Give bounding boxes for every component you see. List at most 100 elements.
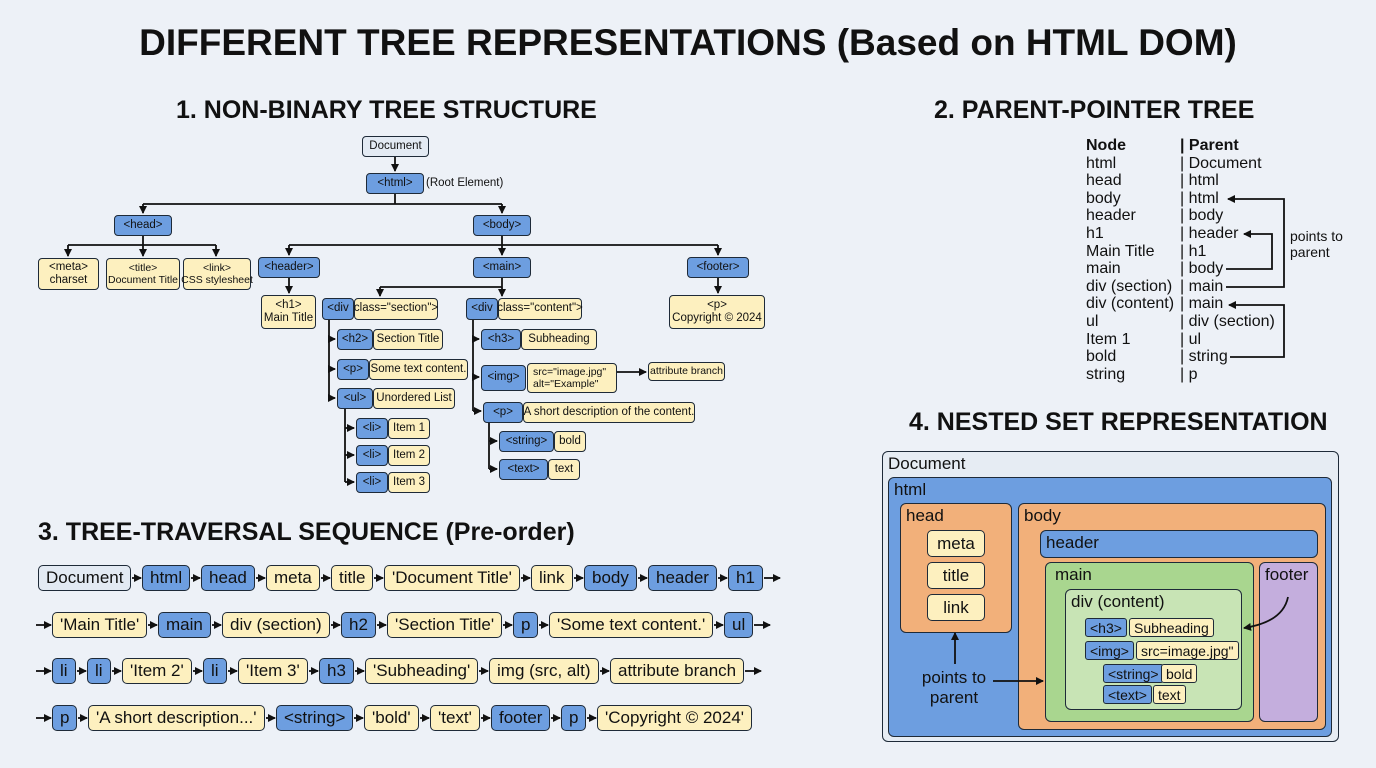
traversal-token: 'Subheading'	[365, 658, 479, 684]
parent-pointer-row: div (content)| main	[1086, 295, 1275, 313]
tree-node-h3-text: Subheading	[521, 329, 597, 350]
nested-footer-box: footer	[1259, 562, 1318, 722]
nested-note: points to parent	[915, 668, 993, 708]
tree-node-footer-p-tag: <p>	[707, 298, 727, 311]
parent-pointer-node: Main Title	[1086, 242, 1155, 260]
tree-node-text-text: text	[548, 459, 580, 480]
parent-pointer-parent: | string	[1180, 348, 1228, 366]
traversal-token: li	[203, 658, 227, 684]
tree-node-li-1-text: Item 1	[388, 418, 430, 439]
tree-node-img-src: src="image.jpg"	[533, 365, 607, 378]
traversal-token: 'Item 3'	[238, 658, 308, 684]
tree-node-li-2: <li>	[356, 445, 388, 466]
tree-node-string: <string>	[499, 431, 554, 452]
tree-node-footer-p-text: Copyright © 2024	[672, 312, 762, 324]
parent-pointer-row: main | body	[1086, 260, 1275, 278]
tree-node-text: <text>	[499, 459, 548, 480]
tree-node-div-section-attr: class="section">	[354, 298, 438, 320]
traversal-token: 'text'	[430, 705, 480, 731]
parent-pointer-parent: | p	[1180, 365, 1198, 383]
parent-pointer-row: Main Title | h1	[1086, 243, 1275, 261]
nested-string-text: bold	[1161, 664, 1198, 683]
nested-note-line2: parent	[929, 688, 979, 707]
traversal-token: li	[52, 658, 76, 684]
tree-node-div-content: <div	[466, 298, 498, 320]
nested-body-label: body	[1024, 506, 1061, 525]
tree-node-header: <header>	[258, 257, 320, 278]
tree-node-li-1: <li>	[356, 418, 388, 439]
traversal-token: p	[52, 705, 78, 731]
tree-node-ul-text: Unordered List	[373, 388, 455, 409]
tree-node-h3: <h3>	[481, 329, 521, 350]
tree-node-meta: <meta> charset	[38, 258, 99, 290]
traversal-token: 'Copyright © 2024'	[597, 705, 753, 731]
traversal-token: 'Item 2'	[122, 658, 192, 684]
section-heading-traversal: 3. TREE-TRAVERSAL SEQUENCE (Pre-order)	[38, 518, 575, 546]
parent-pointer-parent: | body	[1180, 207, 1224, 225]
traversal-token: header	[648, 565, 717, 591]
tree-node-body: <body>	[473, 215, 531, 236]
parent-pointer-node: header	[1086, 207, 1136, 225]
tree-node-p-content-text: A short description of the content.	[523, 402, 695, 423]
parent-pointer-parent: | ul	[1180, 330, 1202, 348]
nested-document-label: Document	[888, 454, 966, 473]
parent-pointer-parent: | main	[1180, 277, 1224, 295]
traversal-token: link	[531, 565, 573, 591]
parent-pointer-parent: | h1	[1180, 242, 1207, 260]
tree-node-link-tag: <link>	[202, 261, 232, 274]
tree-node-link-text: CSS stylesheet	[181, 274, 253, 286]
tree-node-h1: <h1> Main Title	[261, 295, 316, 329]
tree-node-img-attr: src="image.jpg" alt="Example"	[527, 363, 617, 393]
traversal-token: 'Main Title'	[52, 612, 148, 638]
traversal-token: head	[201, 565, 255, 591]
traversal-token: 'Document Title'	[384, 565, 520, 591]
nested-text-tag: <text>	[1103, 685, 1152, 704]
traversal-token: h2	[341, 612, 376, 638]
nested-title: title	[927, 562, 985, 589]
nested-main-label: main	[1055, 565, 1092, 584]
tree-node-link: <link> CSS stylesheet	[181, 258, 253, 290]
traversal-token: 'bold'	[364, 705, 419, 731]
parent-pointer-row: h1 | header	[1086, 225, 1275, 243]
traversal-token: h1	[728, 565, 763, 591]
section-heading-nested-set: 4. NESTED SET REPRESENTATION	[909, 408, 1328, 436]
parent-pointer-note-line1: points to	[1290, 228, 1343, 244]
traversal-token: 'Section Title'	[387, 612, 503, 638]
tree-node-p-section: <p>	[337, 359, 369, 380]
tree-node-string-text: bold	[554, 431, 586, 452]
nested-head-label: head	[906, 506, 944, 525]
tree-node-meta-text: charset	[49, 274, 88, 286]
traversal-token: attribute branch	[610, 658, 745, 684]
traversal-token: 'A short description...'	[88, 705, 265, 731]
root-element-note: (Root Element)	[426, 177, 504, 189]
traversal-token: div (section)	[222, 612, 330, 638]
traversal-token: title	[331, 565, 374, 591]
nested-html-label: html	[894, 480, 927, 499]
nested-div-content-label: div (content)	[1071, 592, 1165, 611]
parent-pointer-note-line2: parent	[1290, 244, 1330, 260]
tree-node-h2-text: Section Title	[373, 329, 443, 350]
tree-node-div-section: <div	[322, 298, 354, 320]
parent-pointer-parent: | main	[1180, 295, 1224, 313]
parent-pointer-parent: | body	[1180, 260, 1224, 278]
traversal-token: <string>	[276, 705, 354, 731]
tree-node-p-section-text: Some text content.	[369, 359, 468, 380]
traversal-token: meta	[266, 565, 320, 591]
parent-pointer-parent: | header	[1180, 224, 1239, 242]
parent-pointer-header-parent: | Parent	[1180, 137, 1239, 154]
tree-node-footer: <footer>	[687, 257, 749, 278]
parent-pointer-parent: | Document	[1180, 154, 1262, 172]
tree-node-main: <main>	[473, 257, 531, 278]
parent-pointer-node: string	[1086, 365, 1126, 383]
tree-node-li-3: <li>	[356, 472, 388, 493]
parent-pointer-node: main	[1086, 260, 1121, 278]
traversal-token: img (src, alt)	[489, 658, 599, 684]
tree-node-div-content-attr: class="content">	[497, 298, 583, 320]
parent-pointer-row: header | body	[1086, 207, 1275, 225]
parent-pointer-node: h1	[1086, 224, 1104, 242]
traversal-token: h3	[319, 658, 354, 684]
parent-pointer-note: points to parent	[1290, 228, 1343, 260]
